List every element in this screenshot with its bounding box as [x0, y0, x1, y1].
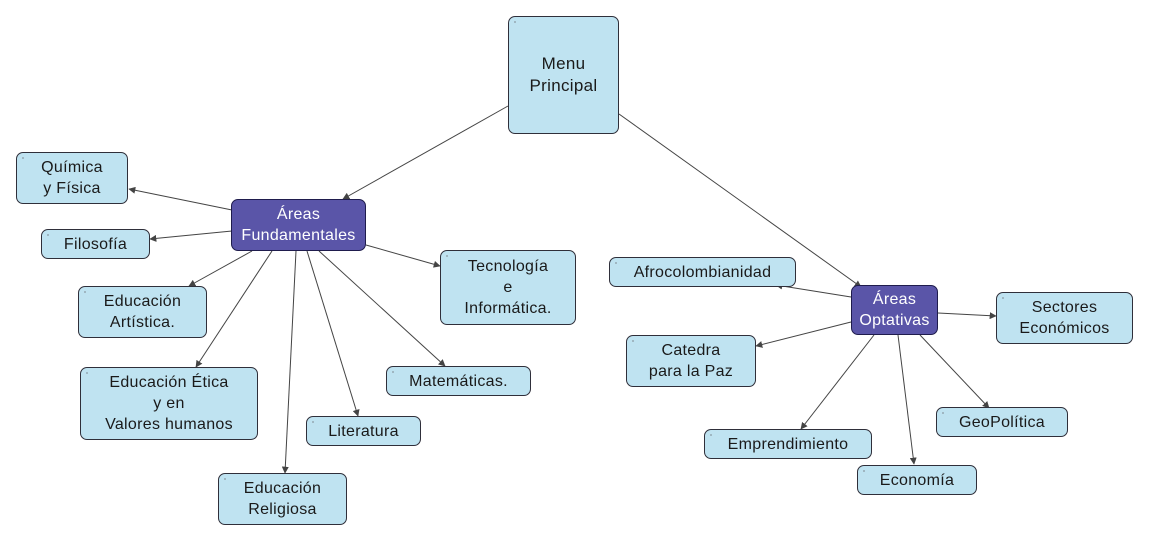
node-filosofia[interactable]: Filosofía	[41, 229, 150, 259]
edge-fund-matematicas	[318, 250, 446, 367]
node-economia[interactable]: Economía	[857, 465, 977, 495]
edge-fund-etica	[195, 250, 273, 368]
edge-opt-emprendimiento	[800, 334, 875, 430]
edge-fund-filosofia	[149, 230, 233, 242]
edge-opt-geopolitica	[919, 334, 990, 409]
node-afrocolombianidad[interactable]: Afrocolombianidad	[609, 257, 796, 287]
node-label-line: Catedra	[661, 342, 721, 359]
edge-opt-afro	[775, 282, 852, 298]
node-label-line: y Física	[43, 180, 101, 197]
node-label-line: Tecnología	[467, 258, 549, 275]
node-label-line: Filosofía	[63, 235, 128, 253]
node-educacion-artistica[interactable]: Educación Artística.	[78, 286, 207, 338]
node-tecnologia-informatica[interactable]: Tecnología e Informática.	[440, 250, 576, 325]
node-quimica-fisica[interactable]: Química y Física	[16, 152, 128, 204]
edge-fund-literatura	[306, 250, 360, 417]
node-label-line: Informática.	[464, 300, 552, 317]
node-label-line: y en	[153, 395, 185, 412]
node-label-line: Matemáticas.	[409, 372, 508, 390]
node-label-line: Afrocolombianidad	[633, 263, 772, 281]
node-literatura[interactable]: Literatura	[306, 416, 421, 446]
node-catedra-paz[interactable]: Catedra para la Paz	[626, 335, 756, 387]
node-emprendimiento[interactable]: Emprendimiento	[704, 429, 872, 459]
node-label-line: Económicos	[1019, 320, 1110, 337]
node-areas-fundamentales[interactable]: Áreas Fundamentales	[231, 199, 366, 251]
node-label-line: Literatura	[328, 422, 399, 440]
node-label-line: Áreas	[276, 206, 321, 223]
edge-fund-religiosa	[281, 250, 297, 474]
node-sectores-economicos[interactable]: Sectores Económicos	[996, 292, 1133, 344]
edge-root-fundamentales	[342, 105, 509, 200]
node-geopolitica[interactable]: GeoPolítica	[936, 407, 1068, 437]
node-label-line: Religiosa	[248, 501, 317, 518]
node-menu-principal[interactable]: Menu Principal	[508, 16, 619, 134]
node-matematicas[interactable]: Matemáticas.	[386, 366, 531, 396]
node-label-line: Emprendimiento	[727, 435, 849, 453]
node-label-line: Artística.	[109, 314, 176, 331]
node-label-line: Áreas	[872, 291, 917, 308]
node-label-line: Educación	[243, 480, 322, 497]
edge-root-optativas	[618, 113, 862, 288]
edge-fund-artistica	[188, 250, 253, 287]
edge-opt-sectores	[937, 312, 997, 320]
node-label-line: Economía	[879, 471, 955, 489]
edge-fund-tecnologia	[365, 244, 441, 268]
node-label-line: e	[503, 279, 513, 296]
node-label-line: Educación Ética	[109, 374, 229, 391]
edge-fund-quimica	[128, 186, 233, 211]
node-label-line: Optativas	[859, 312, 930, 329]
node-label-line: Sectores	[1031, 299, 1098, 316]
node-label-line: Química	[41, 159, 103, 176]
edge-opt-economia	[897, 334, 917, 465]
node-label-line: Educación	[103, 293, 182, 310]
node-label-line: para la Paz	[648, 363, 734, 380]
node-educacion-religiosa[interactable]: Educación Religiosa	[218, 473, 347, 525]
node-label-line: Valores humanos	[105, 416, 233, 433]
node-label-line: Menu	[541, 54, 586, 73]
edge-opt-catedra	[755, 321, 852, 348]
node-label-line: Fundamentales	[241, 227, 356, 244]
node-educacion-etica[interactable]: Educación Ética y en Valores humanos	[80, 367, 258, 440]
node-areas-optativas[interactable]: Áreas Optativas	[851, 285, 938, 335]
node-label-line: Principal	[529, 76, 598, 95]
node-label-line: GeoPolítica	[958, 413, 1045, 431]
